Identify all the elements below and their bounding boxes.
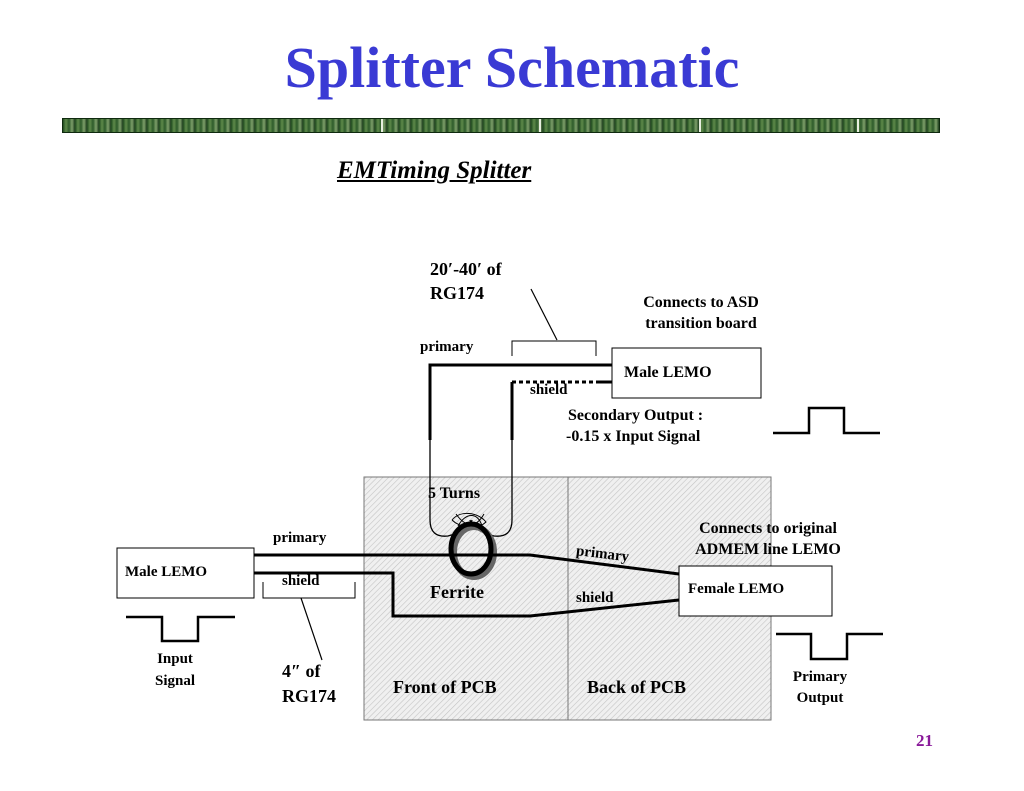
female-lemo-box — [678, 565, 833, 617]
input-signal-label-1: Input — [157, 651, 193, 667]
primary-left-label: primary — [273, 530, 327, 546]
ferrite-ring — [448, 521, 494, 577]
ferrite-ring-shadow — [451, 524, 497, 580]
front-pcb-label: Front of PCB — [393, 677, 497, 697]
admem-connect-label-2: ADMEM line LEMO — [695, 541, 841, 558]
input-signal-label-2: Signal — [154, 673, 196, 689]
admem-connect-label-1: Connects to original — [699, 520, 837, 537]
page-number: 21 — [916, 731, 933, 750]
top-cable-pointer — [530, 288, 558, 341]
secondary-output-label-2: -0.15 x Input Signal — [566, 428, 701, 445]
shield-left-label: shield — [282, 573, 320, 589]
ferrite-label: Ferrite — [430, 582, 484, 602]
short-cable-label-1: 4″ of — [282, 661, 321, 681]
male-lemo-top-label: Male LEMO — [624, 364, 712, 381]
back-pcb-label: Back of PCB — [587, 677, 686, 697]
short-cable-label-2: RG174 — [282, 686, 336, 706]
turns-label: 5 Turns — [428, 485, 481, 502]
top-cable-bracket — [511, 340, 597, 356]
long-cable-label-1: 20′-40′ of — [430, 259, 502, 279]
male-lemo-top-box — [611, 347, 762, 399]
primary-output-label-1: Primary — [792, 669, 848, 685]
input-signal-pulse — [126, 615, 235, 643]
primary-output-pulse — [776, 632, 883, 661]
bottom-primary-wire — [254, 553, 680, 576]
female-lemo-label: Female LEMO — [688, 581, 785, 597]
secondary-output-label-1: Secondary Output : — [568, 407, 704, 424]
secondary-output-pulse — [773, 406, 880, 435]
shield-right-label: shield — [576, 590, 614, 606]
primary-top-label: primary — [420, 339, 474, 355]
diagram-subtitle: EMTiming Splitter — [337, 157, 532, 184]
top-shield-wire — [510, 380, 612, 440]
short-cable-pointer — [300, 597, 323, 661]
primary-output-label-2: Output — [796, 690, 844, 706]
long-cable-label-2: RG174 — [430, 283, 484, 303]
bottom-shield-wire — [254, 571, 680, 618]
slide-title: Splitter Schematic — [284, 35, 740, 100]
short-cable-bracket — [262, 582, 356, 599]
asd-connect-label-1: Connects to ASD — [643, 294, 759, 311]
title-divider-bar — [62, 118, 940, 133]
shield-top-label: shield — [530, 382, 568, 398]
male-lemo-left-box — [116, 547, 255, 599]
asd-connect-label-2: transition board — [645, 315, 757, 332]
male-lemo-left-label: Male LEMO — [125, 564, 208, 580]
